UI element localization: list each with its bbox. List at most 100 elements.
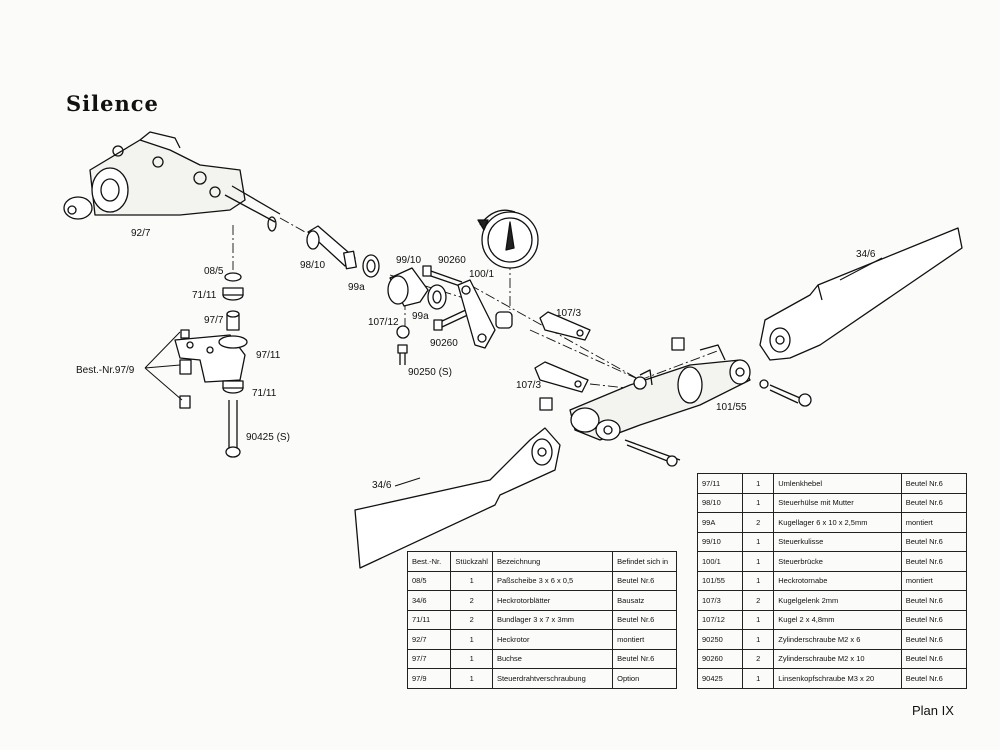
table-cell: Beutel Nr.6 — [900, 609, 968, 630]
part-99-10-drawing — [387, 267, 429, 307]
label-71-11-b: 71/11 — [252, 388, 277, 399]
table-cell: 99A — [696, 512, 744, 533]
table-cell: Steuerhülse mit Mutter — [773, 492, 902, 513]
table-cell: 1 — [742, 551, 775, 572]
table-cell: 2 — [742, 512, 775, 533]
table-cell: 99/10 — [696, 531, 744, 552]
label-97-11: 97/11 — [256, 350, 281, 361]
table-cell: Beutel Nr.6 — [900, 551, 968, 572]
part-labels: 92/7 98/10 08/5 71/11 97/7 97/11 71/11 B… — [76, 228, 876, 491]
label-101-55: 101/55 — [716, 402, 747, 413]
rotation-gauge — [477, 209, 539, 269]
table-cell: 71/11 — [406, 609, 452, 630]
col-header: Best.-Nr. — [406, 551, 452, 572]
left-parts-stack — [144, 272, 248, 458]
table-cell: 1 — [742, 609, 775, 630]
label-90250: 90250 (S) — [408, 367, 452, 378]
part-99a-bearing-2 — [427, 284, 447, 310]
table-cell: 1 — [742, 492, 775, 513]
blade-34-6-upper — [759, 227, 963, 361]
label-107-3-b: 107/3 — [516, 380, 541, 391]
plan-label: Plan IX — [912, 703, 954, 718]
table-cell: 90425 — [696, 668, 744, 689]
table-cell: Bausatz — [612, 590, 677, 611]
label-90260-a: 90260 — [438, 255, 466, 266]
table-cell: Beutel Nr.6 — [900, 531, 968, 552]
table-cell: Kugel 2 x 4,8mm — [773, 609, 902, 630]
table-cell: 1 — [742, 629, 775, 650]
label-best-nr-97-9: Best.-Nr.97/9 — [76, 365, 135, 376]
table-cell: 101/55 — [696, 570, 744, 591]
table-cell: 97/9 — [406, 668, 452, 689]
col-header: Bezeichnung — [491, 551, 614, 572]
table-cell: montiert — [612, 629, 677, 650]
table-cell: 98/10 — [696, 492, 744, 513]
table-cell: Heckrotorblätter — [491, 590, 614, 611]
table-cell: Option — [612, 668, 677, 689]
table-header-row: Best.-Nr. Stückzahl Bezeichnung Befindet… — [406, 551, 677, 572]
table-cell: 1 — [450, 668, 493, 689]
blade-34-6-lower — [354, 427, 561, 569]
table-cell: Steuerbrücke — [773, 551, 902, 572]
table-cell: Steuerdrahtverschraubung — [491, 668, 614, 689]
table-cell: 08/5 — [406, 570, 452, 591]
table-cell: Beutel Nr.6 — [612, 609, 677, 630]
table-cell: Beutel Nr.6 — [900, 492, 968, 513]
table-cell: 107/3 — [696, 590, 744, 611]
table-cell: Linsenkopfschraube M3 x 20 — [773, 668, 902, 689]
table-cell: 90260 — [696, 648, 744, 669]
table-cell: 1 — [742, 531, 775, 552]
table-cell: Kugellager 6 x 10 x 2,5mm — [773, 512, 902, 533]
ball-link-107-3-b — [534, 361, 589, 393]
table-cell: montiert — [900, 570, 968, 591]
table-cell: Beutel Nr.6 — [900, 668, 968, 689]
table-cell: Kugelgelenk 2mm — [773, 590, 902, 611]
label-107-12: 107/12 — [368, 317, 399, 328]
label-90425: 90425 (S) — [246, 432, 290, 443]
table-cell: 2 — [450, 609, 493, 630]
table-cell: 34/6 — [406, 590, 452, 611]
label-99a-1: 99a — [348, 282, 365, 293]
table-cell: 107/12 — [696, 609, 744, 630]
label-34-6-a: 34/6 — [856, 249, 876, 260]
table-cell: 100/1 — [696, 551, 744, 572]
table-cell: Beutel Nr.6 — [900, 629, 968, 650]
label-97-7: 97/7 — [204, 315, 224, 326]
table-cell: 1 — [742, 668, 775, 689]
label-107-3-a: 107/3 — [556, 308, 581, 319]
table-cell: Beutel Nr.6 — [900, 648, 968, 669]
label-90260-b: 90260 — [430, 338, 458, 349]
table-cell: 2 — [450, 590, 493, 611]
part-99a-bearing-1 — [362, 254, 380, 278]
part-100-1-drawing — [457, 279, 496, 349]
table-cell: 1 — [450, 629, 493, 650]
table-cell: Zylinderschraube M2 x 6 — [773, 629, 902, 650]
part-98-10-drawing — [306, 225, 357, 270]
label-99-10: 99/10 — [396, 255, 421, 266]
label-100-1: 100/1 — [469, 269, 494, 280]
table-cell: Heckrotornabe — [773, 570, 902, 591]
table-cell: 2 — [742, 648, 775, 669]
label-71-11-a: 71/11 — [192, 290, 217, 301]
table-cell: Paßscheibe 3 x 6 x 0,5 — [491, 570, 614, 591]
table-cell: Bundlager 3 x 7 x 3mm — [491, 609, 614, 630]
table-cell: Heckrotor — [491, 629, 614, 650]
table-cell: 1 — [450, 648, 493, 669]
table-cell: 1 — [742, 473, 775, 494]
table-cell: 1 — [450, 570, 493, 591]
